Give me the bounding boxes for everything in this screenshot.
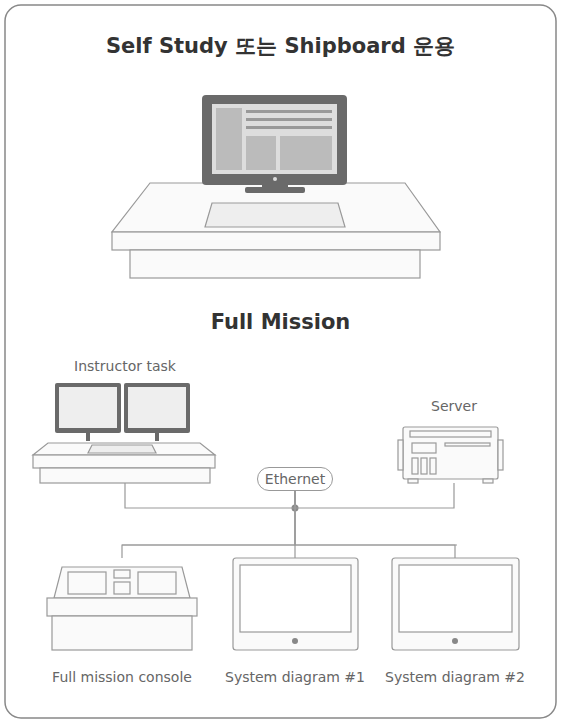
network-link (122, 491, 295, 558)
instructor-desk (33, 383, 215, 483)
section-heading: Full Mission (0, 310, 561, 334)
node-label: System diagram #1 (225, 669, 365, 685)
network-pill: Ethernet (257, 467, 333, 491)
system-diagram: System diagram #1 (219, 558, 371, 685)
network-link (295, 491, 455, 558)
frame (5, 5, 556, 718)
node-label: Instructor task (74, 358, 176, 374)
self-study-workstation (112, 95, 440, 278)
node-label: Ethernet (265, 471, 325, 487)
console (47, 567, 197, 650)
instructor-station: Instructor task (30, 358, 220, 483)
node-label: Server (431, 398, 477, 414)
server-unit (398, 427, 503, 483)
display-panels (233, 558, 519, 650)
node-label: System diagram #2 (385, 669, 525, 685)
server: Server (400, 398, 508, 483)
full-mission-console: Full mission console (40, 558, 204, 685)
system-diagram: System diagram #2 (379, 558, 531, 685)
title: Self Study 또는 Shipboard 운용 (0, 32, 561, 60)
node-label: Full mission console (52, 669, 192, 685)
